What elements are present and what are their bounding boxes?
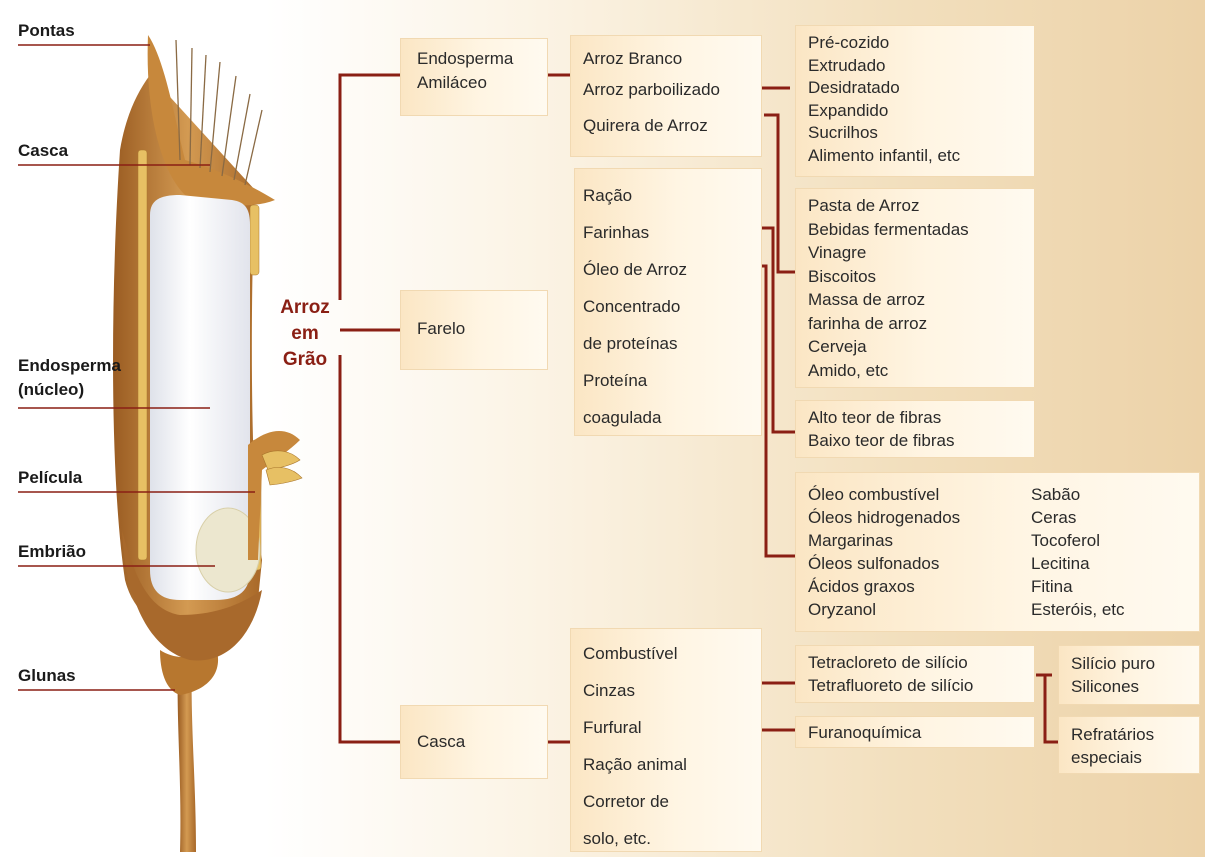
item-vinagre: Vinagre — [808, 241, 1034, 265]
item-coagulada: coagulada — [583, 399, 761, 436]
connector-root-casca — [340, 355, 400, 742]
root-line-3: Grão — [270, 347, 340, 373]
node-farelo: Farelo — [400, 290, 548, 370]
item-extrudado: Extrudado — [808, 55, 1034, 78]
item-tocoferol: Tocoferol — [1031, 529, 1125, 552]
item-silicio-puro: Silício puro — [1071, 652, 1199, 675]
list-oleo-derivados: Óleo combustível Óleos hidrogenados Marg… — [795, 472, 1200, 632]
list-alimentos: Pasta de Arroz Bebidas fermentadas Vinag… — [795, 188, 1035, 388]
item-expandido: Expandido — [808, 100, 1034, 123]
item-tetrafluoreto: Tetrafluoreto de silício — [808, 674, 1034, 697]
item-baixo-teor-fibras: Baixo teor de fibras — [808, 429, 1034, 452]
item-lecitina: Lecitina — [1031, 552, 1125, 575]
connector-quirera-alimentos — [764, 115, 795, 272]
node-casca-label: Casca — [417, 732, 547, 752]
item-proteina: Proteína — [583, 362, 761, 399]
label-endosperma: Endosperma — [18, 355, 121, 377]
root-line-1: Arroz — [270, 295, 340, 321]
item-bebidas-fermentadas: Bebidas fermentadas — [808, 218, 1034, 242]
label-pontas: Pontas — [18, 20, 75, 42]
item-cinzas: Cinzas — [583, 672, 761, 709]
item-cerveja: Cerveja — [808, 335, 1034, 359]
item-farinha-de-arroz: farinha de arroz — [808, 312, 1034, 336]
item-tetracloreto: Tetracloreto de silício — [808, 651, 1034, 674]
item-arroz-branco: Arroz Branco — [583, 44, 761, 74]
item-de-proteinas: de proteínas — [583, 325, 761, 362]
item-ceras: Ceras — [1031, 506, 1125, 529]
node-endosperma-line-1: Endosperma — [417, 47, 547, 71]
item-sucrilhos: Sucrilhos — [808, 122, 1034, 145]
item-acidos-graxos: Ácidos graxos — [808, 575, 960, 598]
connector-root-endosperma — [340, 75, 400, 300]
label-pelicula: Película — [18, 467, 82, 489]
item-fitina: Fitina — [1031, 575, 1125, 598]
pellicle-flap — [248, 431, 300, 560]
label-glunas: Glunas — [18, 665, 76, 687]
item-combustivel: Combustível — [583, 635, 761, 672]
item-pre-cozido: Pré-cozido — [808, 32, 1034, 55]
item-racao: Ração — [583, 177, 761, 214]
node-endosperma-amilaceo: Endosperma Amiláceo — [400, 38, 548, 116]
item-sabao: Sabão — [1031, 483, 1125, 506]
item-oleo-de-arroz: Óleo de Arroz — [583, 251, 761, 288]
item-amido: Amido, etc — [808, 359, 1034, 383]
item-massa-de-arroz: Massa de arroz — [808, 288, 1034, 312]
item-farinhas: Farinhas — [583, 214, 761, 251]
node-farelo-label: Farelo — [417, 319, 547, 339]
connector-silicio-refratarios — [1045, 675, 1058, 742]
rice-grain-illustration — [0, 0, 320, 852]
item-oleos-hidrogenados: Óleos hidrogenados — [808, 506, 960, 529]
item-desidratado: Desidratado — [808, 77, 1034, 100]
item-corretor-de: Corretor de — [583, 783, 761, 820]
item-oleo-combustivel: Óleo combustível — [808, 483, 960, 506]
item-silicones: Silicones — [1071, 675, 1199, 698]
item-biscoitos: Biscoitos — [808, 265, 1034, 289]
node-casca: Casca — [400, 705, 548, 779]
item-solo-etc: solo, etc. — [583, 820, 761, 857]
item-margarinas: Margarinas — [808, 529, 960, 552]
item-furanoquimica: Furanoquímica — [808, 721, 1034, 744]
label-nucleo: (núcleo) — [18, 379, 84, 401]
node-endosperma-line-2: Amiláceo — [417, 71, 547, 95]
list-silicio-compostos: Tetracloreto de silício Tetrafluoreto de… — [795, 645, 1035, 703]
pellicle-layers — [262, 451, 302, 485]
label-casca: Casca — [18, 140, 68, 162]
list-processados: Pré-cozido Extrudado Desidratado Expandi… — [795, 25, 1035, 177]
root-node-arroz-em-grao: Arroz em Grão — [270, 295, 340, 373]
list-endosperma-products: Arroz Branco Arroz parboilizado Quirera … — [570, 35, 762, 157]
item-quirera: Quirera de Arroz — [583, 106, 761, 146]
item-especiais: especiais — [1071, 746, 1199, 769]
item-racao-animal: Ração animal — [583, 746, 761, 783]
node-furanoquimica: Furanoquímica — [795, 716, 1035, 748]
list-fibras: Alto teor de fibras Baixo teor de fibras — [795, 400, 1035, 458]
item-oryzanol: Oryzanol — [808, 598, 960, 621]
list-silicio-puro: Silício puro Silicones — [1058, 645, 1200, 705]
oleo-column-1: Óleo combustível Óleos hidrogenados Marg… — [808, 483, 960, 621]
item-alimento-infantil: Alimento infantil, etc — [808, 145, 1034, 168]
list-casca-products: Combustível Cinzas Furfural Ração animal… — [570, 628, 762, 852]
item-refratarios: Refratários — [1071, 723, 1199, 746]
item-pasta-de-arroz: Pasta de Arroz — [808, 194, 1034, 218]
item-oleos-sulfonados: Óleos sulfonados — [808, 552, 960, 575]
root-line-2: em — [270, 321, 340, 347]
list-refratarios: Refratários especiais — [1058, 716, 1200, 774]
item-arroz-parboilizado: Arroz parboilizado — [583, 74, 761, 106]
label-embriao: Embrião — [18, 541, 86, 563]
item-alto-teor-fibras: Alto teor de fibras — [808, 406, 1034, 429]
list-farelo-products: Ração Farinhas Óleo de Arroz Concentrado… — [574, 168, 762, 436]
item-concentrado: Concentrado — [583, 288, 761, 325]
oleo-column-2: Sabão Ceras Tocoferol Lecitina Fitina Es… — [1031, 483, 1125, 621]
item-furfural: Furfural — [583, 709, 761, 746]
item-esterois: Esteróis, etc — [1031, 598, 1125, 621]
